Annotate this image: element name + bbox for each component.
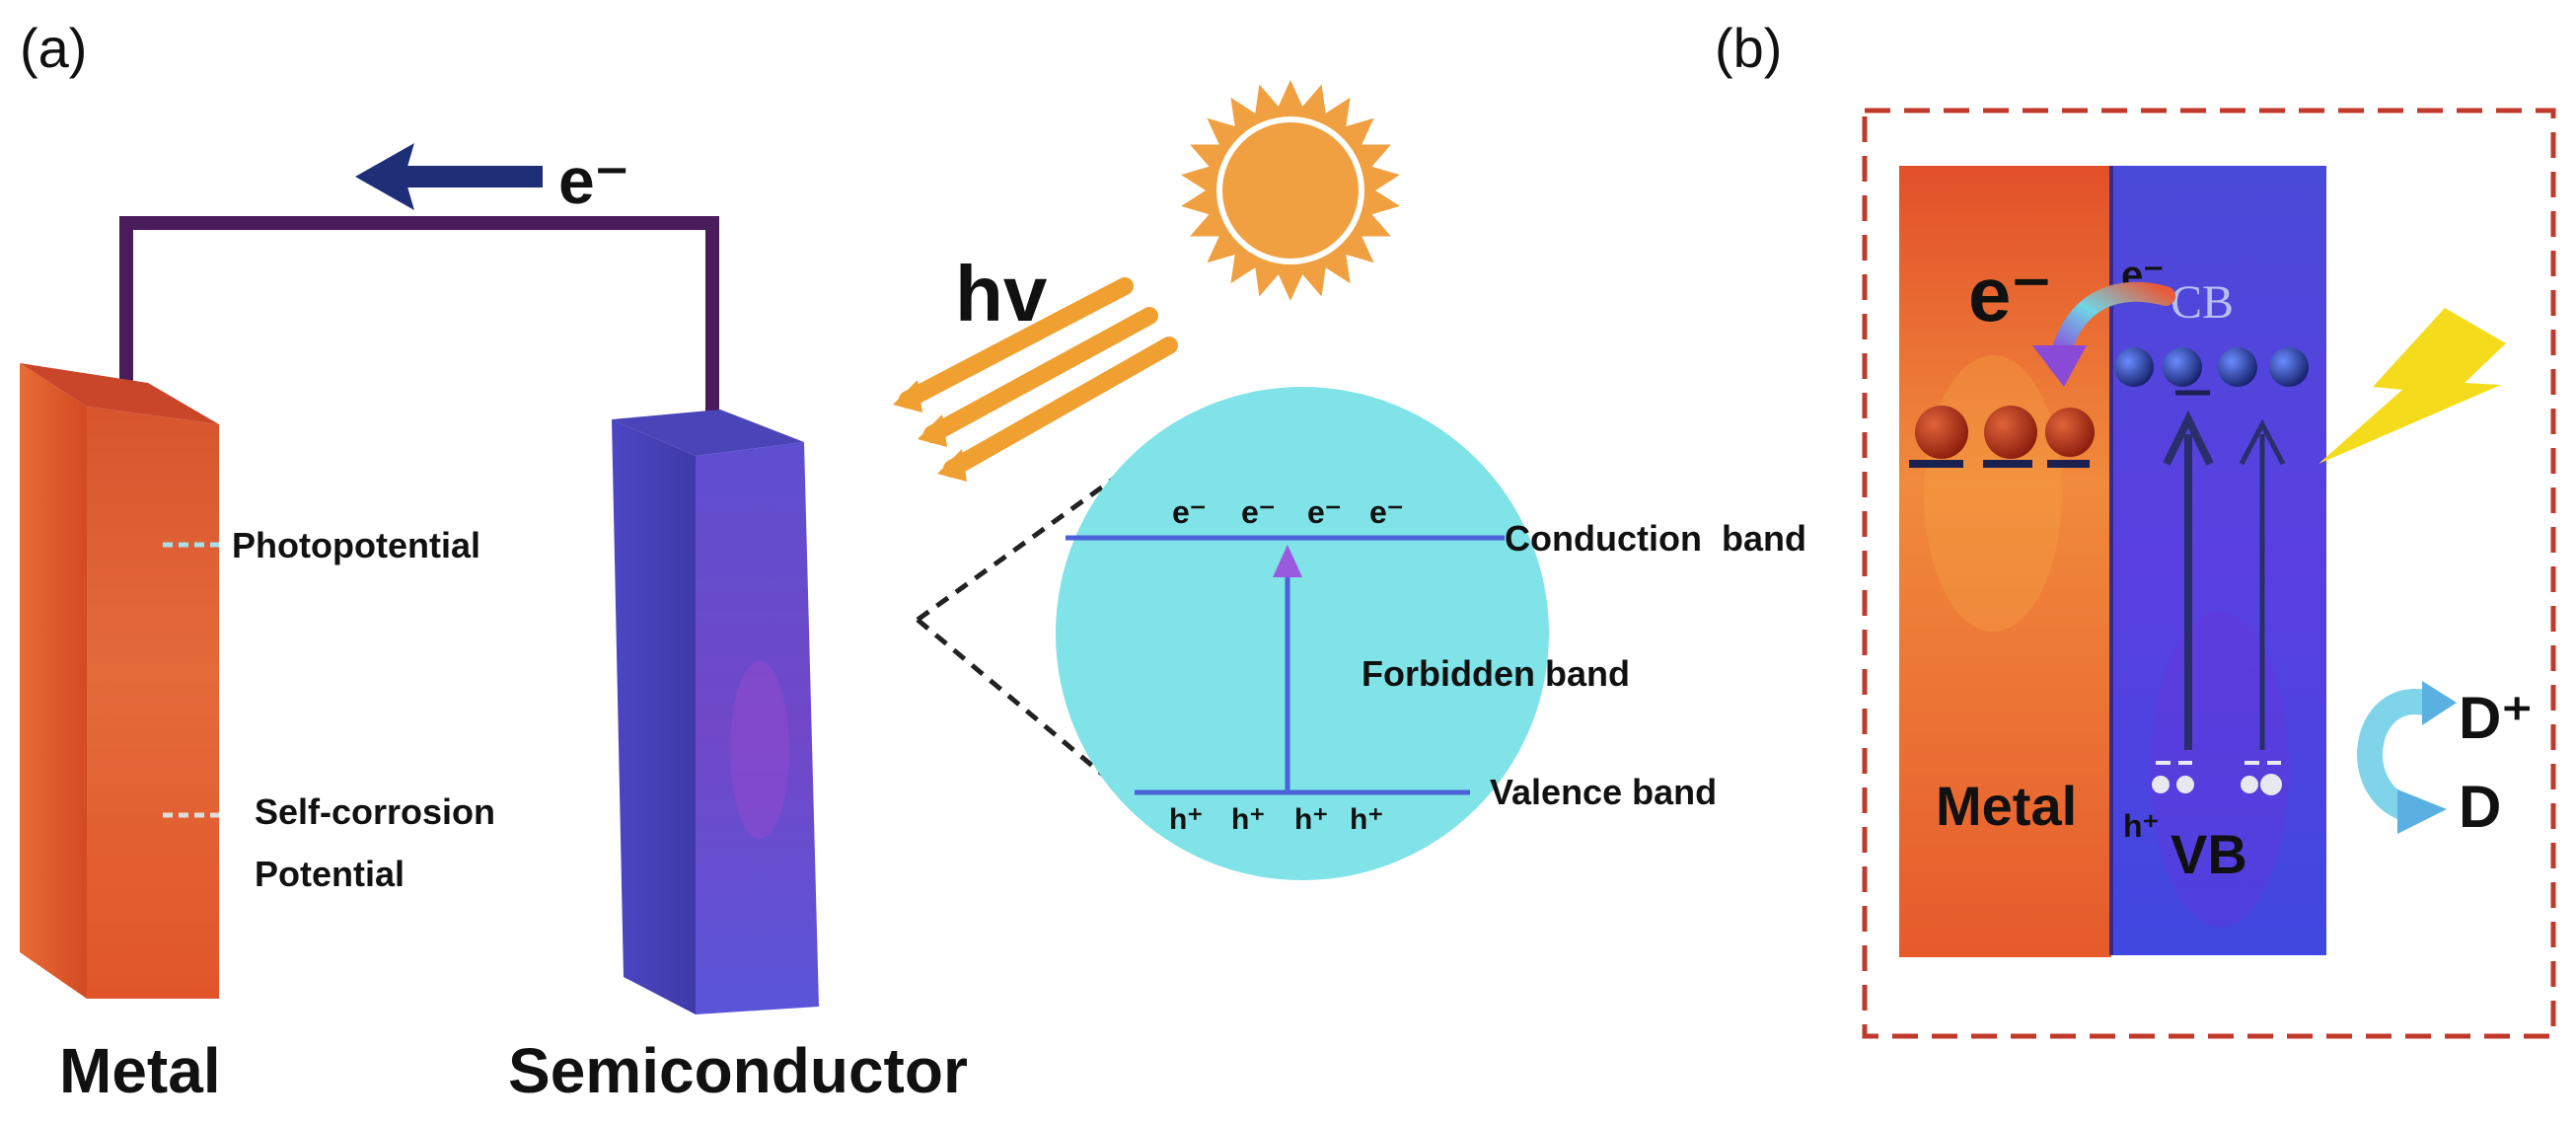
conduction-band-label: Conduction band	[1505, 518, 1806, 559]
dashed-frame	[1862, 108, 2556, 1039]
excitation-arrowhead-left	[2163, 410, 2214, 466]
light-label: hv	[955, 250, 1048, 337]
sun-icon	[1181, 80, 1400, 301]
electron-transfer-arrow	[2032, 281, 2175, 387]
semiconductor-caption: Semiconductor	[508, 1035, 968, 1106]
photopotential-label: Photopotential	[232, 525, 480, 565]
electron-flow-arrow	[355, 143, 543, 210]
self-corrosion-label: Self-corrosion	[255, 791, 495, 832]
cb-electron-1: e⁻	[1172, 494, 1207, 530]
vb-hole-4: h⁺	[1350, 803, 1383, 836]
hole-label: h⁺	[2123, 808, 2159, 844]
panel-b-label: (b)	[1715, 17, 1782, 79]
excitation-arrowhead	[1273, 545, 1302, 577]
vb-hole-1: h⁺	[1169, 803, 1203, 836]
valence-band-label: Valence band	[1490, 772, 1717, 812]
light-rays	[893, 277, 1178, 482]
metal-electron-label: e⁻	[1968, 251, 2052, 337]
cb-electron-4: e⁻	[1369, 494, 1404, 530]
cb-electrons	[2114, 347, 2309, 396]
vb-label: VB	[2171, 823, 2247, 885]
forbidden-band-label: Forbidden band	[1362, 653, 1630, 694]
semiconductor-electrode	[612, 410, 819, 1014]
panel-a-label: (a)	[20, 17, 87, 79]
donor-label: D	[2459, 774, 2501, 840]
cb-electron-3: e⁻	[1307, 494, 1342, 530]
band-diagram: e⁻ e⁻ e⁻ e⁻ h⁺ h⁺ h⁺ h⁺ Forbidden band	[916, 387, 1630, 880]
band-circle	[1056, 387, 1549, 880]
connecting-wire	[119, 216, 719, 424]
potential-label: Potential	[255, 854, 405, 894]
donor-cycle-arrow	[2357, 681, 2457, 834]
metal-caption: Metal	[59, 1035, 221, 1106]
metal-electrons	[1909, 406, 2095, 468]
vb-hole-3: h⁺	[1294, 803, 1328, 836]
metal-block	[1899, 166, 2111, 957]
metal-electrode	[20, 363, 219, 999]
donor-oxidized-label: D⁺	[2459, 685, 2533, 751]
metal-label: Metal	[1936, 775, 2077, 837]
vb-holes	[2152, 761, 2282, 795]
cb-label: CB	[2171, 276, 2234, 329]
vb-hole-2: h⁺	[1231, 803, 1265, 836]
cb-electron-2: e⁻	[1241, 494, 1276, 530]
zoom-dash-top	[916, 461, 1137, 623]
electron-flow-label: e⁻	[558, 144, 629, 217]
excitation-arrowhead-right	[2239, 418, 2286, 466]
lightning-icon	[2318, 308, 2506, 464]
